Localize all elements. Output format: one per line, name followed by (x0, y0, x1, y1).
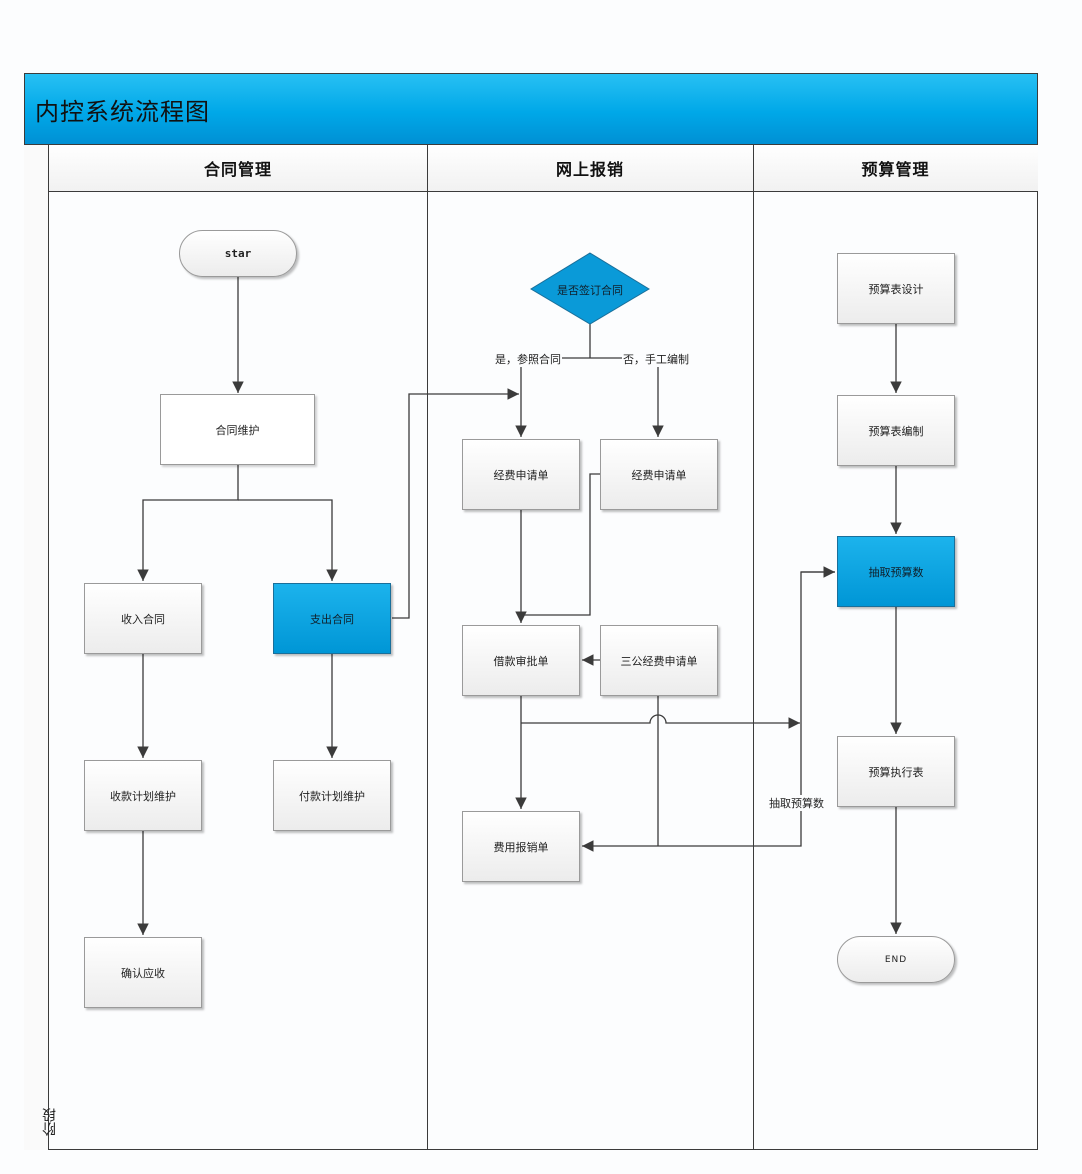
extract-budget-box[interactable]: 抽取预算数 (837, 536, 955, 607)
lane-header-budget: 预算管理 (753, 145, 1038, 192)
budget-design-box[interactable]: 预算表设计 (837, 253, 955, 324)
decision-label[interactable]: 是否签订合同 (557, 284, 623, 297)
budget-compile-box[interactable]: 预算表编制 (837, 395, 955, 466)
title-bar: 内控系统流程图 (24, 73, 1038, 145)
edge-maint-to-income (137, 465, 239, 581)
extract-budget-edge-label: 抽取预算数 (768, 795, 825, 811)
lane-header-reimbursement: 网上报销 (427, 145, 753, 192)
decision-diamond (530, 252, 650, 325)
lane-divider (753, 145, 754, 1150)
fund-application-manual-box[interactable]: 经费申请单 (600, 439, 718, 510)
lane-divider (427, 145, 428, 1150)
edge-yes-branch (515, 357, 575, 437)
income-contract-box[interactable]: 收入合同 (84, 583, 202, 654)
loan-approval-box[interactable]: 借款审批单 (462, 625, 580, 696)
confirm-receivable-box[interactable]: 确认应收 (84, 937, 202, 1008)
no-branch-label: 否，手工编制 (622, 351, 690, 367)
three-public-expense-box[interactable]: 三公经费申请单 (600, 625, 718, 696)
end-terminal[interactable]: END (837, 936, 955, 983)
edge-maint-to-expense (238, 499, 338, 581)
diagram-title: 内控系统流程图 (35, 98, 210, 126)
edge-fund2-to-loan (523, 473, 600, 616)
expense-reimbursement-box[interactable]: 费用报销单 (462, 811, 580, 882)
receipt-plan-box[interactable]: 收款计划维护 (84, 760, 202, 831)
contract-maintenance-box[interactable]: 合同维护 (160, 394, 315, 465)
payment-plan-box[interactable]: 付款计划维护 (273, 760, 391, 831)
start-terminal[interactable]: star (179, 230, 297, 277)
budget-execution-box[interactable]: 预算执行表 (837, 736, 955, 807)
edge-expense-to-yes-branch (392, 388, 519, 619)
phase-strip (24, 145, 49, 1150)
lane-header-contract: 合同管理 (49, 145, 427, 192)
expense-contract-box[interactable]: 支出合同 (273, 583, 391, 654)
yes-branch-label: 是，参照合同 (494, 351, 562, 367)
fund-application-box[interactable]: 经费申请单 (462, 439, 580, 510)
edge-loan-to-budget (521, 714, 800, 729)
